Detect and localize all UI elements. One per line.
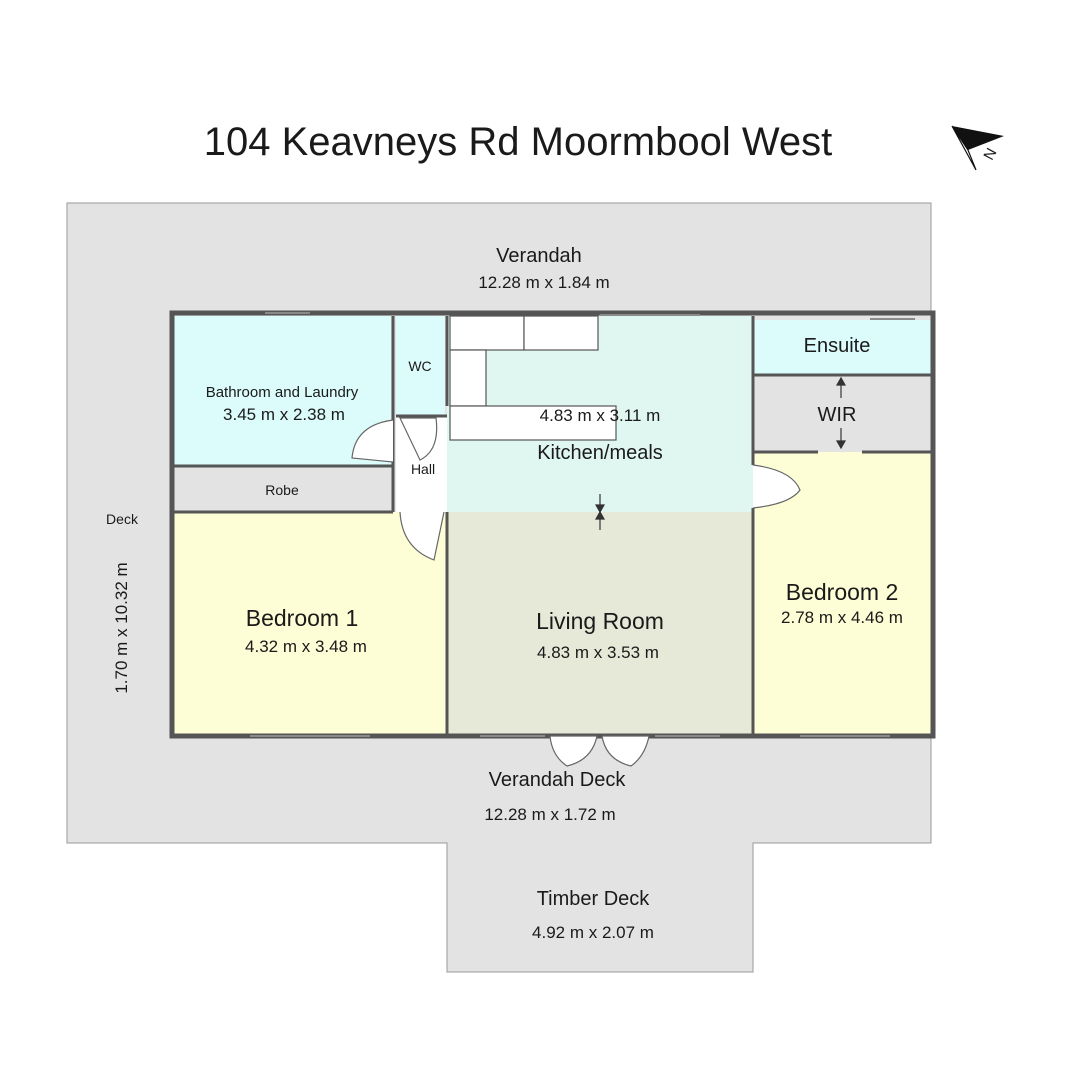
living-door-right: [601, 735, 650, 767]
bedroom1-label: Bedroom 1: [246, 605, 359, 631]
wir-label: WIR: [818, 404, 857, 426]
wc-door: [399, 417, 438, 461]
wc-fill: [396, 316, 445, 416]
robe-fill: [174, 466, 391, 512]
bedroom2-label: Bedroom 2: [786, 579, 899, 605]
living-door-left: [549, 735, 598, 767]
ensuite-label: Ensuite: [804, 335, 871, 357]
living-dims: 4.83 m x 3.53 m: [537, 643, 659, 662]
verandah-deck-label: Verandah Deck: [489, 769, 627, 791]
ensuite-fill: [753, 320, 931, 375]
bathroom-dims: 3.45 m x 2.38 m: [223, 405, 345, 424]
verandah-dims: 12.28 m x 1.84 m: [478, 273, 609, 292]
doors[interactable]: [351, 417, 801, 767]
timber-deck-label: Timber Deck: [537, 888, 651, 910]
living-label: Living Room: [536, 608, 664, 634]
bedroom2-door: [752, 464, 801, 509]
kitchen-label: Kitchen/meals: [537, 442, 663, 464]
bedroom1-dims: 4.32 m x 3.48 m: [245, 637, 367, 656]
wc-label: WC: [408, 358, 431, 374]
walls: [169, 310, 936, 739]
deck-label: Deck: [106, 511, 139, 527]
verandah-deck-dims: 12.28 m x 1.72 m: [484, 805, 615, 824]
opening-markers: [594, 376, 847, 530]
bedroom1-fill: [174, 512, 447, 734]
windows: [250, 312, 915, 737]
bathroom-label: Bathroom and Laundry: [206, 384, 359, 401]
bathroom-door: [351, 419, 394, 463]
bathroom-fill: [174, 316, 391, 466]
kitchen-dims: 4.83 m x 3.11 m: [540, 406, 661, 425]
verandah-label: Verandah: [496, 245, 582, 267]
kitchen-cabinets: [449, 315, 617, 441]
timber-deck-dims: 4.92 m x 2.07 m: [532, 923, 654, 942]
hall-label: Hall: [411, 461, 435, 477]
living-fill: [447, 512, 753, 734]
bedroom2-dims: 2.78 m x 4.46 m: [781, 608, 903, 627]
north-letter: N: [980, 145, 1000, 163]
plan-title: 104 Keavneys Rd Moormbool West: [204, 120, 832, 164]
robe-label: Robe: [265, 482, 299, 498]
north-arrow-icon: N: [951, 125, 1004, 171]
wir-fill: [753, 375, 931, 452]
deck-dims: 1.70 m x 10.32 m: [112, 562, 131, 693]
bedroom1-door: [399, 511, 445, 561]
